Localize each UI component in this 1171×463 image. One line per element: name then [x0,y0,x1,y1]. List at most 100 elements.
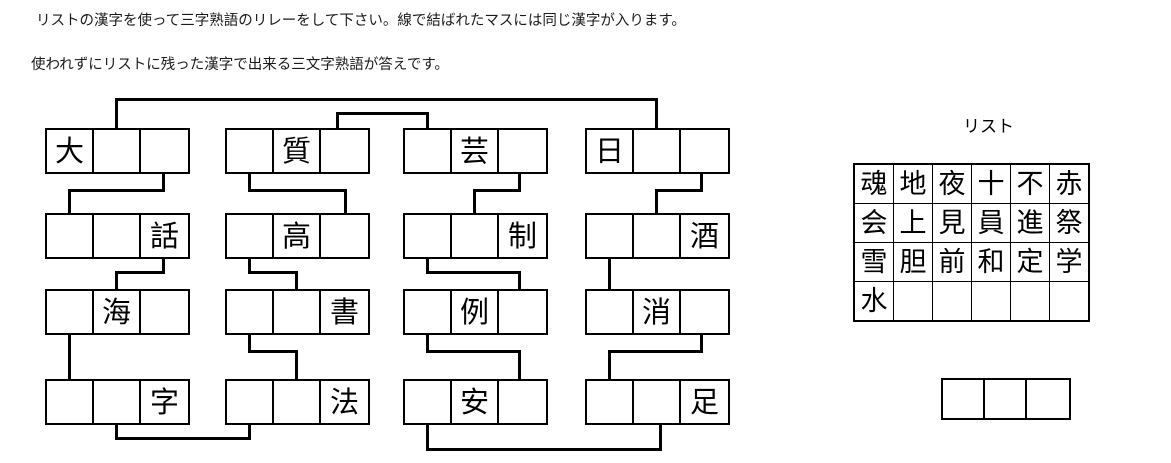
puzzle-cell[interactable] [321,130,368,172]
list-cell[interactable]: 雪 [853,242,894,282]
b2-c3-stem-top [248,331,251,353]
list-cell[interactable]: 前 [932,242,972,282]
b4-c3-span [608,350,703,353]
b1-c3-stem [68,331,71,379]
puzzle-cell[interactable]: 海 [94,291,141,333]
b1-c2-span [115,271,165,274]
list-cell[interactable]: 夜 [932,163,972,204]
list-cell[interactable] [1049,281,1090,322]
puzzle-cell[interactable] [587,215,634,257]
b2-c2-stem-bot [295,271,298,289]
puzzle-cell[interactable]: 芸 [452,130,499,172]
puzzle-cell[interactable] [634,130,681,172]
puzzle-cell[interactable]: 法 [321,381,368,423]
puzzle-cell[interactable] [227,130,274,172]
list-cell[interactable]: 学 [1049,242,1090,282]
word-row: 例 [403,289,548,335]
puzzle-cell[interactable] [94,381,141,423]
list-cell[interactable]: 上 [893,203,933,243]
answer-cell[interactable] [1027,380,1069,418]
word-row: 大 [45,128,190,174]
list-cell[interactable] [893,281,933,322]
puzzle-cell[interactable] [681,291,728,333]
list-cell[interactable]: 定 [1010,242,1050,282]
puzzle-cell[interactable] [141,130,188,172]
list-cell[interactable]: 不 [1010,163,1050,204]
puzzle-cell[interactable] [47,291,94,333]
b3-c1-stem-top [518,170,521,192]
puzzle-cell[interactable] [587,381,634,423]
puzzle-cell[interactable]: 大 [47,130,94,172]
puzzle-cell[interactable] [321,215,368,257]
list-cell[interactable]: 員 [971,203,1011,243]
puzzle-cell[interactable] [274,291,321,333]
connector-bottom-right-stem2 [659,421,662,451]
puzzle-cell[interactable] [274,381,321,423]
b1-c1-stem-bot [68,189,71,213]
puzzle-cell[interactable] [587,291,634,333]
list-cell[interactable]: 進 [1010,203,1050,243]
puzzle-cell[interactable] [405,381,452,423]
puzzle-cell[interactable]: 書 [321,291,368,333]
puzzle-cell[interactable]: 日 [587,130,634,172]
b2-c3-span [248,350,298,353]
list-cell[interactable] [1010,281,1050,322]
puzzle-cell[interactable] [634,381,681,423]
connector-top-short-left-stem [336,112,339,128]
puzzle-cell[interactable] [141,291,188,333]
b3-c3-stem-top [426,331,429,353]
list-cell[interactable]: 見 [932,203,972,243]
b1-c2-stem-top [162,255,165,273]
list-cell[interactable]: 祭 [1049,203,1090,243]
instruction-line-1: リストの漢字を使って三字熟語のリレーをして下さい。線で結ばれたマスには同じ漢字が… [36,13,686,29]
list-cell[interactable]: 赤 [1049,163,1090,204]
puzzle-cell[interactable] [499,291,546,333]
puzzle-cell[interactable] [94,215,141,257]
puzzle-cell[interactable] [405,130,452,172]
b4-c3-stem-bot [608,350,611,379]
list-cell[interactable]: 水 [853,281,894,322]
connector-top-long-left-stem [115,98,118,128]
list-cell[interactable] [932,281,972,322]
puzzle-cell[interactable]: 高 [274,215,321,257]
word-row: 高 [225,213,370,259]
word-row: 制 [403,213,548,259]
list-row: 雪 胆 前 和 定 学 [853,242,1090,282]
list-cell[interactable]: 和 [971,242,1011,282]
b3-c3-span [426,350,521,353]
puzzle-cell[interactable] [227,381,274,423]
list-cell[interactable]: 地 [893,163,933,204]
puzzle-cell[interactable] [499,381,546,423]
puzzle-cell[interactable] [499,130,546,172]
list-cell[interactable]: 胆 [893,242,933,282]
puzzle-cell[interactable]: 安 [452,381,499,423]
puzzle-cell[interactable] [452,215,499,257]
puzzle-cell[interactable] [47,215,94,257]
puzzle-cell[interactable]: 質 [274,130,321,172]
puzzle-cell[interactable] [94,130,141,172]
puzzle-cell[interactable] [227,215,274,257]
puzzle-cell[interactable]: 消 [634,291,681,333]
puzzle-cell[interactable]: 制 [499,215,546,257]
puzzle-cell[interactable]: 酒 [681,215,728,257]
puzzle-cell[interactable]: 話 [141,215,188,257]
puzzle-cell[interactable]: 足 [681,381,728,423]
puzzle-cell[interactable] [681,130,728,172]
connector-bottom-right-stem [426,421,429,451]
puzzle-cell[interactable] [634,215,681,257]
puzzle-cell[interactable] [405,215,452,257]
list-cell[interactable]: 会 [853,203,894,243]
puzzle-cell[interactable] [227,291,274,333]
puzzle-cell[interactable]: 字 [141,381,188,423]
answer-cell[interactable] [943,380,985,418]
list-table: 魂 地 夜 十 不 赤 会 上 見 員 進 祭 雪 胆 前 和 定 学 [853,163,1090,322]
puzzle-cell[interactable] [47,381,94,423]
list-cell[interactable]: 十 [971,163,1011,204]
puzzle-cell[interactable]: 例 [452,291,499,333]
list-cell[interactable] [971,281,1011,322]
puzzle-cell[interactable] [405,291,452,333]
puzzle-grid: 大 話 海 字 質 高 書 法 芸 [45,98,730,451]
connector-bottom-left-stem2 [248,421,251,440]
list-cell[interactable]: 魂 [853,163,894,204]
answer-cell[interactable] [985,380,1027,418]
